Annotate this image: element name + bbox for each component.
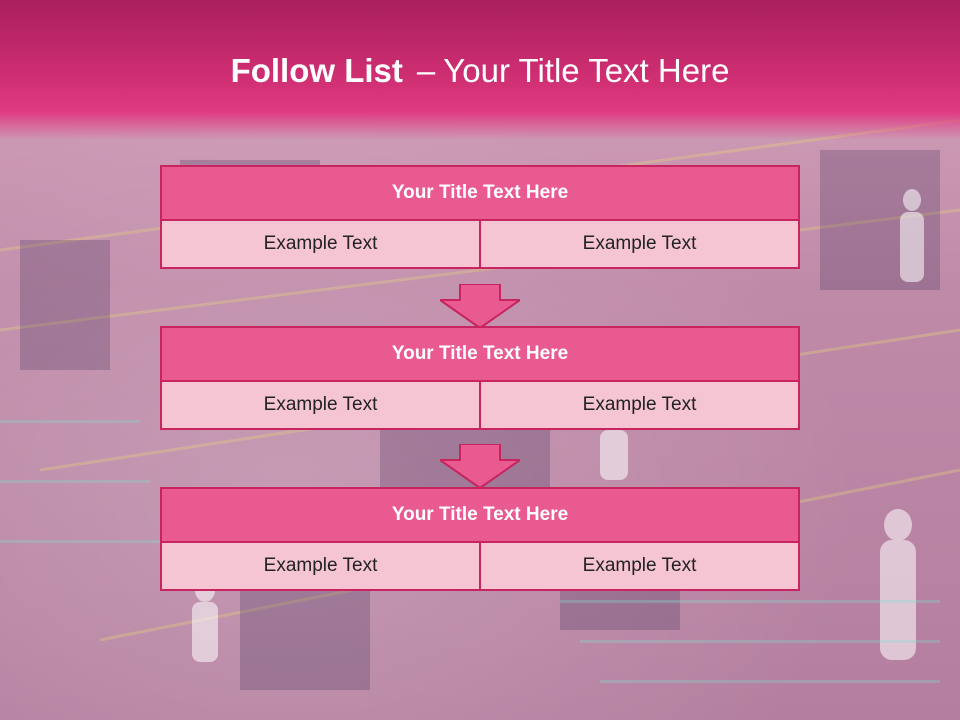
list-block-3: Your Title Text Here Example Text Exampl… [160, 487, 800, 591]
title-bold: Follow List [230, 52, 403, 89]
title-rest: Your Title Text Here [443, 52, 730, 89]
list-block-1: Your Title Text Here Example Text Exampl… [160, 165, 800, 269]
header-bar [0, 0, 960, 140]
block-row: Example Text Example Text [160, 382, 800, 430]
block-cell-left: Example Text [160, 382, 481, 430]
list-block-2: Your Title Text Here Example Text Exampl… [160, 326, 800, 430]
block-cell-left: Example Text [160, 221, 481, 269]
block-cell-left: Example Text [160, 543, 481, 591]
slide-title: Follow List–Your Title Text Here [0, 52, 960, 90]
block-row: Example Text Example Text [160, 543, 800, 591]
block-title: Your Title Text Here [160, 165, 800, 221]
block-cell-right: Example Text [481, 543, 800, 591]
block-cell-right: Example Text [481, 221, 800, 269]
block-title: Your Title Text Here [160, 487, 800, 543]
block-title: Your Title Text Here [160, 326, 800, 382]
title-dash: – [416, 52, 436, 89]
down-arrow-icon [440, 444, 520, 490]
block-row: Example Text Example Text [160, 221, 800, 269]
down-arrow-icon [440, 284, 520, 330]
block-cell-right: Example Text [481, 382, 800, 430]
